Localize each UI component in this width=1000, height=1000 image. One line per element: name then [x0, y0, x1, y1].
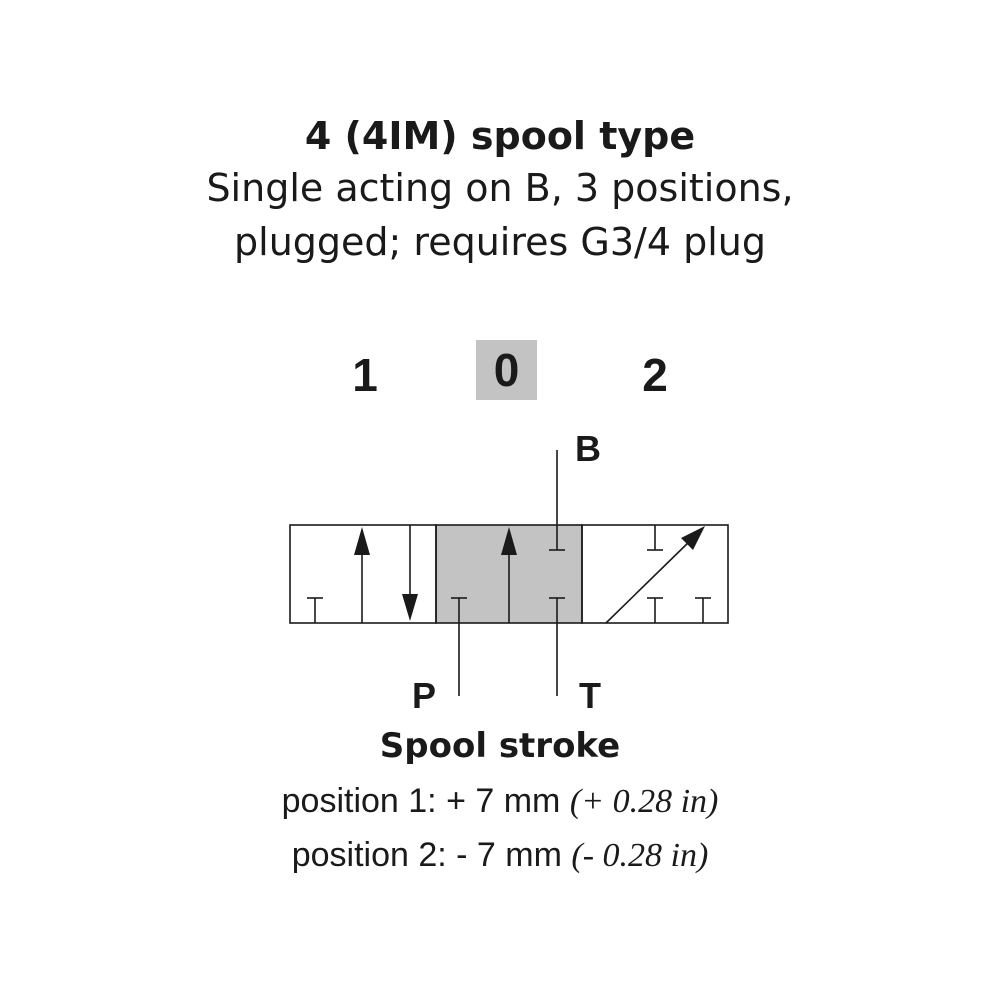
port-label-t: T — [579, 675, 601, 716]
left-position-box — [289, 524, 437, 624]
left-up-arrowhead — [354, 527, 370, 555]
position-label-2: 2 — [642, 349, 668, 401]
right-diagonal-arrowhead — [681, 526, 705, 550]
left-down-arrowhead — [402, 594, 418, 621]
page-title: 4 (4IM) spool type — [304, 114, 696, 158]
port-label-b: B — [575, 428, 601, 469]
stroke-position-2: position 2: - 7 mm (- 0.28 in) — [0, 836, 1000, 875]
right-diagonal-arrow-shaft — [605, 537, 694, 624]
center-up-arrowhead — [501, 527, 517, 555]
stroke-position-1-imperial: (+ 0.28 in) — [569, 783, 719, 820]
stroke-position-1-metric: position 1: + 7 mm — [281, 782, 561, 820]
stroke-position-2-metric: position 2: - 7 mm — [291, 836, 562, 874]
subtitle-line-1: Single acting on B, 3 positions, — [206, 166, 794, 210]
stroke-position-1: position 1: + 7 mm (+ 0.28 in) — [0, 782, 1000, 821]
spool-stroke-title: Spool stroke — [379, 726, 621, 766]
position-label-1: 1 — [352, 349, 378, 401]
position-label-0: 0 — [476, 340, 537, 400]
port-label-p: P — [412, 675, 437, 716]
subtitle-line-2: plugged; requires G3/4 plug — [234, 220, 766, 264]
stroke-position-2-imperial: (- 0.28 in) — [571, 837, 709, 874]
